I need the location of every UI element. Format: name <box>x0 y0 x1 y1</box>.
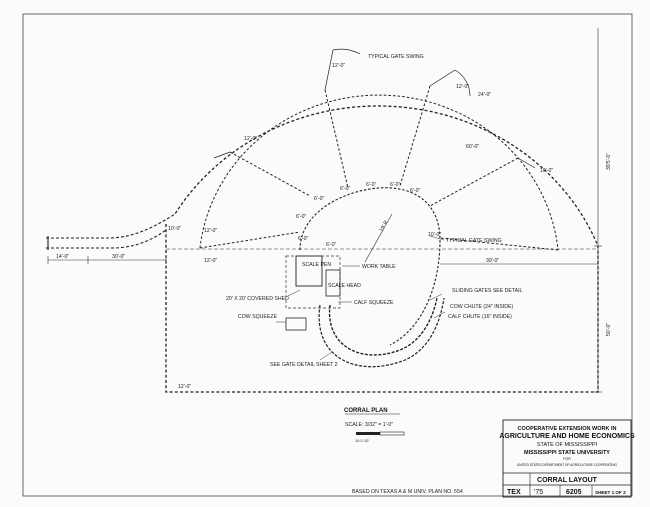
plan-scale-text: SCALE: 3/32" = 1'-0" <box>345 422 393 428</box>
label-typical-gate-swing-mid: TYPICAL GATE SWING <box>446 238 502 244</box>
dim-inner-6b: 6'-0" <box>340 186 350 192</box>
pen-dividers <box>199 85 559 251</box>
label-scale-pen: SCALE PEN <box>302 262 331 268</box>
cow-chute <box>328 297 438 356</box>
dim-entry-14: 14'-0" <box>56 254 69 260</box>
dim-bottom-left-12: 12'-0" <box>178 384 191 390</box>
tb-line3: STATE OF MISSISSIPPI <box>537 442 598 448</box>
inner-oval-radius <box>364 213 393 263</box>
dim-span-60: 60'-0" <box>466 144 479 150</box>
label-work-table: WORK TABLE <box>362 264 396 270</box>
dim-span-24: 24'-0" <box>478 92 491 98</box>
scale-pen-box <box>295 255 323 287</box>
label-covered-shed: 20' X 20' COVERED SHED <box>226 296 289 302</box>
tb-line1: COOPERATIVE EXTENSION WORK IN <box>518 426 617 432</box>
tb-code: TEX <box>507 489 521 496</box>
tb-line6: UNITED STATES DEPARTMENT OF AGRICULTURE … <box>517 463 618 467</box>
plan-title: CORRAL PLAN SCALE: 3/32" = 1'-0" 10 0 10… <box>344 408 393 443</box>
title-block-text: COOPERATIVE EXTENSION WORK IN AGRICULTUR… <box>499 426 635 496</box>
dim-inner-6d: 6'-0" <box>390 182 400 188</box>
title-block <box>502 419 632 498</box>
scale-head-box <box>325 269 341 297</box>
dim-entry-30: 30'-0" <box>112 254 125 260</box>
dim-left-12a: 12'-0" <box>204 228 217 234</box>
tb-year: '75 <box>534 489 543 496</box>
inner-alley-arc <box>199 94 559 251</box>
tb-line5: FOR <box>563 457 571 461</box>
dim-vertical-395: 39'5'-0" <box>606 153 612 170</box>
dim-inner-6h: 6'-0" <box>326 242 336 248</box>
tb-drawing-title: CORRAL LAYOUT <box>537 477 598 484</box>
dim-inner-6g: 6'-0" <box>298 236 308 242</box>
tb-line4: MISSISSIPPI STATE UNIVERSITY <box>524 450 610 456</box>
footer-note: BASED ON TEXAS A & M UNIV. PLAN NO. 554 <box>352 489 463 495</box>
scale-bar-text: 10 0 10' <box>355 438 369 443</box>
entry-lane <box>46 213 176 250</box>
dim-inner-6c: 6'-0" <box>366 182 376 188</box>
dim-gate-top-right: 12'-0" <box>456 84 469 90</box>
label-gate-detail: SEE GATE DETAIL SHEET 2 <box>270 362 338 368</box>
outer-fence <box>165 105 599 393</box>
tb-sheet: SHEET 1 OF 2 <box>595 490 626 495</box>
cow-squeeze-box <box>285 317 307 331</box>
dim-gate-right: 10'-0" <box>540 168 553 174</box>
label-cow-squeeze: COW SQUEEZE <box>238 314 277 320</box>
gate-swings <box>213 48 536 169</box>
dim-lane-width: 10'-0" <box>168 226 181 232</box>
sheet-border <box>22 13 633 497</box>
dimension-lines <box>47 28 602 393</box>
label-cow-chute: COW CHUTE (24" INSIDE) <box>450 304 514 310</box>
dim-inner-6e: 6'-0" <box>410 188 420 194</box>
dim-left-12b: 12'-0" <box>204 258 217 264</box>
scale-bar <box>345 413 405 436</box>
working-pen <box>299 187 441 346</box>
dim-inner-6a: 6'-0" <box>314 196 324 202</box>
label-calf-squeeze: CALF SQUEEZE <box>354 300 394 306</box>
tb-line2: AGRICULTURE AND HOME ECONOMICS <box>499 433 635 440</box>
tb-number: 6205 <box>566 489 582 496</box>
label-sliding-gates: SLIDING GATES SEE DETAIL <box>452 288 523 294</box>
label-calf-chute: CALF CHUTE (16" INSIDE) <box>448 314 512 320</box>
leader-lines <box>276 235 446 361</box>
dim-inner-10: 10'-0" <box>428 232 441 238</box>
dim-gate-left-upper: 12'-0" <box>244 136 257 142</box>
label-typical-gate-swing-top: TYPICAL GATE SWING <box>368 54 424 60</box>
dim-inner-6f: 6'-0" <box>296 214 306 220</box>
dim-vertical-50: 50'-0" <box>606 323 612 336</box>
dimension-labels: 12'-0" 12'-0" 24'-0" 60'-0" 10'-0" 12'-0… <box>56 63 612 390</box>
dim-radius-19: 19' R <box>379 219 390 233</box>
label-scale-head: SCALE HEAD <box>328 283 361 289</box>
feature-labels: TYPICAL GATE SWING TYPICAL GATE SWING SC… <box>226 54 523 368</box>
dim-right-39: 39'-0" <box>486 258 499 264</box>
plan-title-text: CORRAL PLAN <box>344 408 388 414</box>
dim-gate-top: 12'-0" <box>332 63 345 69</box>
